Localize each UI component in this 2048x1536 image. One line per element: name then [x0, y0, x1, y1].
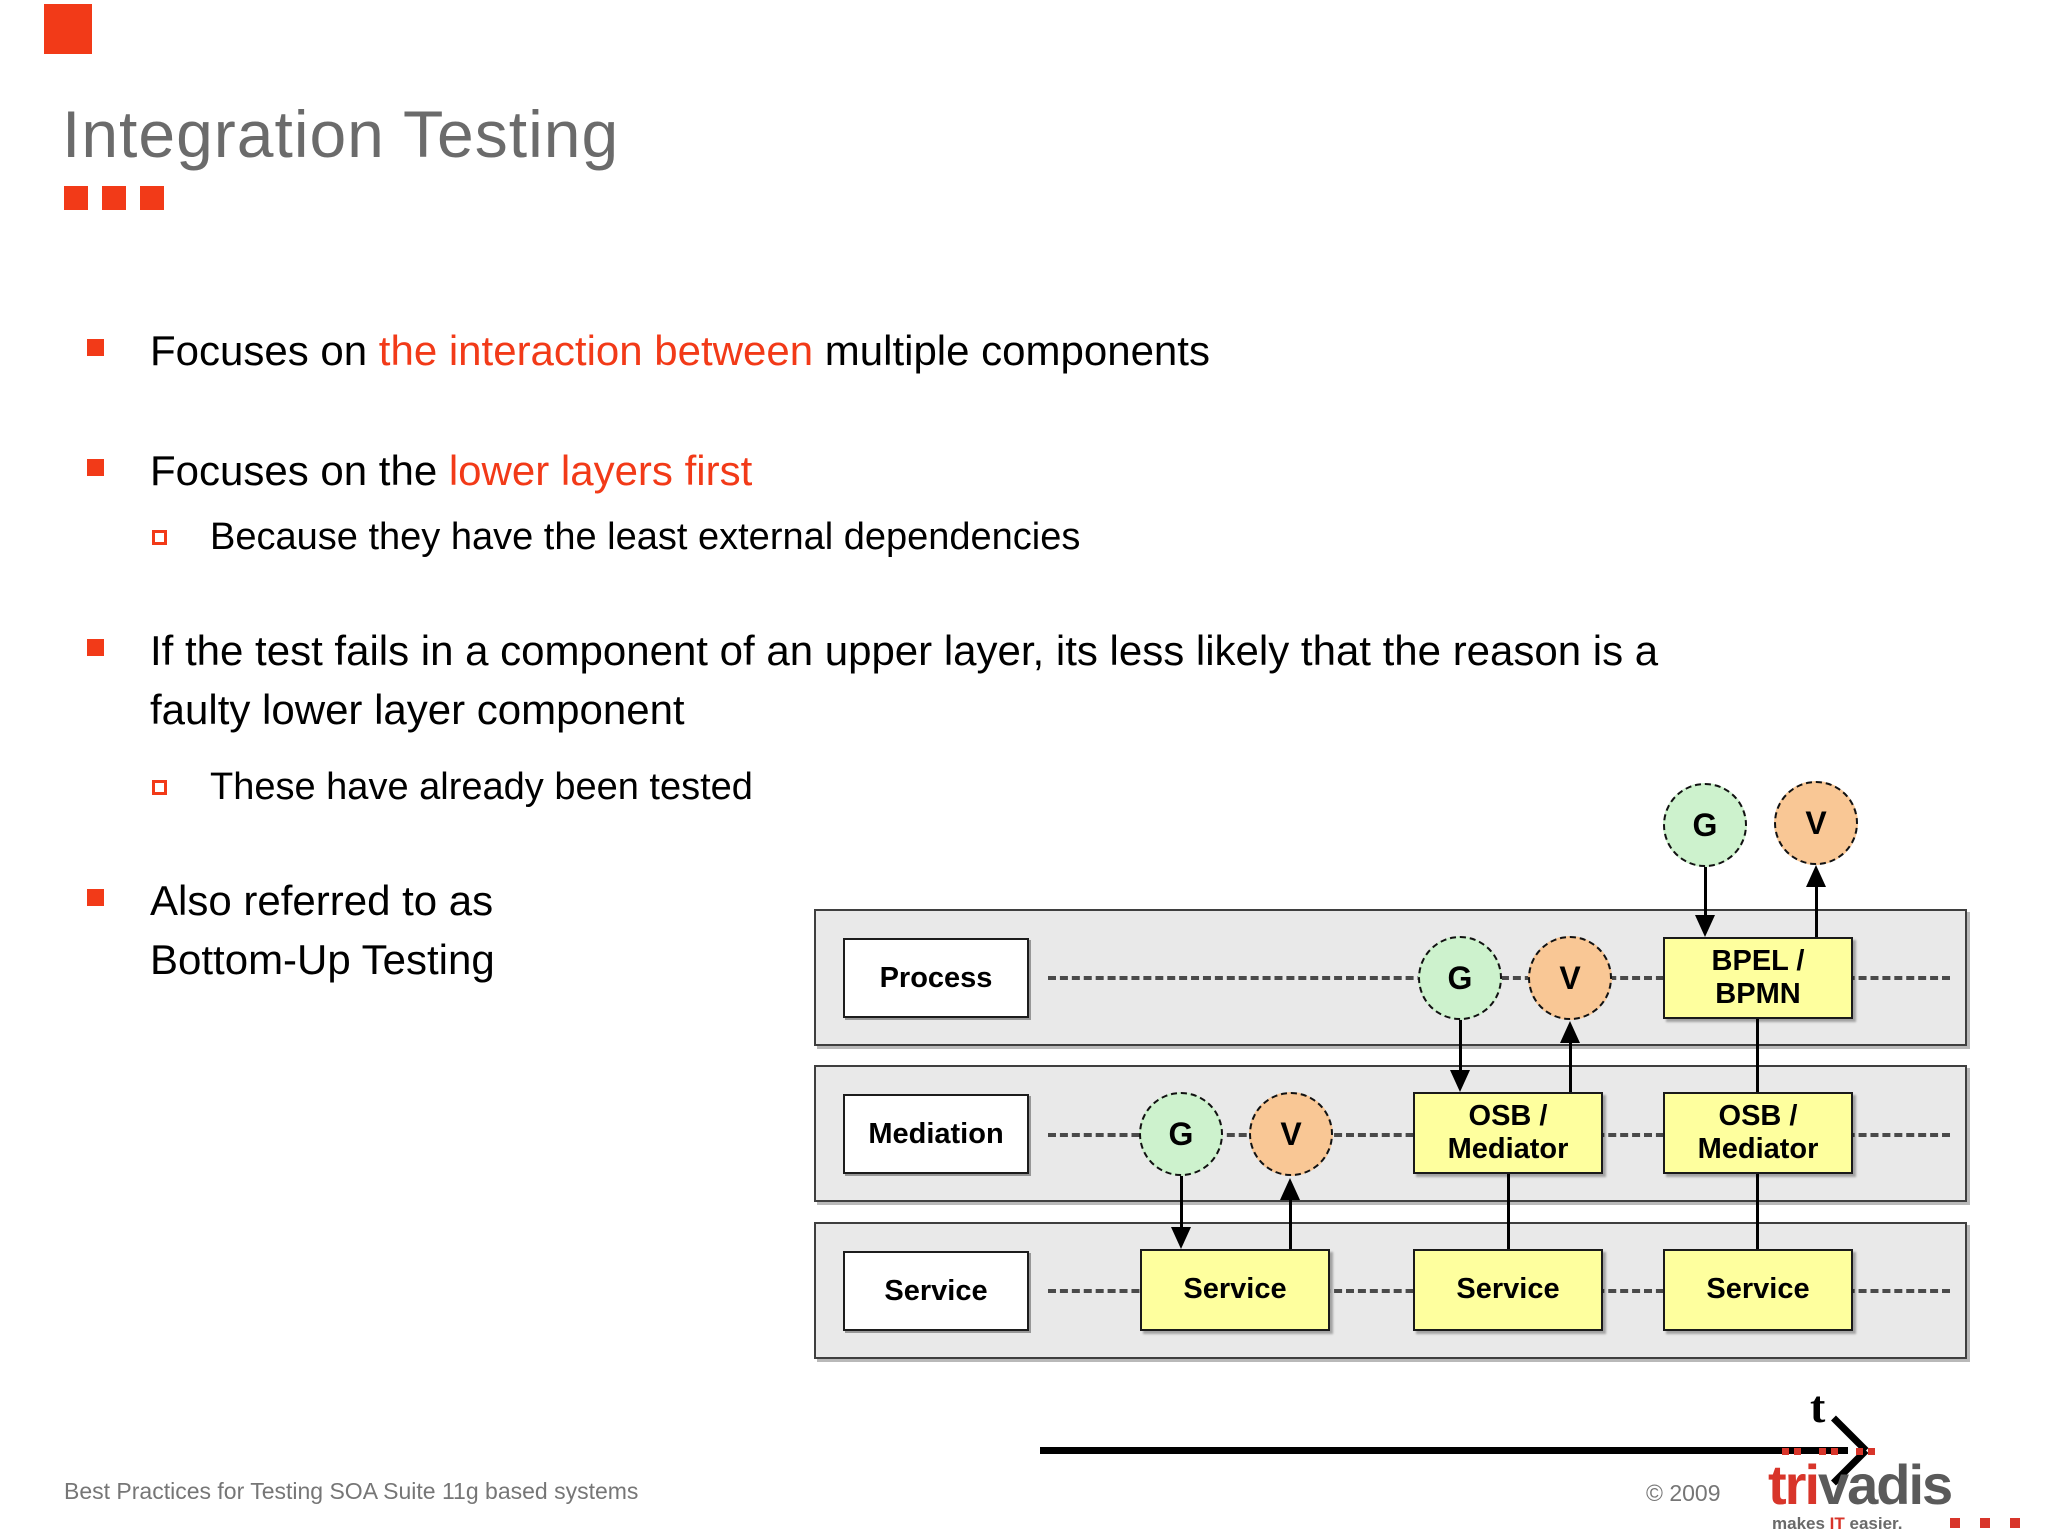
tagline-text-end: easier. [1844, 1514, 1903, 1533]
time-axis-label: t [1810, 1381, 1826, 1432]
gate-g-process: G [1418, 936, 1502, 1020]
sub-bullet-3a: These have already been tested [210, 766, 753, 808]
bullet-marker [87, 639, 104, 656]
connector-osb1-service2 [1507, 1174, 1510, 1251]
red-square-icon [1980, 1518, 1990, 1528]
arrowhead-up-icon [1560, 1021, 1580, 1043]
red-square-icon [1950, 1518, 1960, 1528]
row-label-process: Process [843, 938, 1029, 1018]
sub-bullet-2a: Because they have the least external dep… [210, 516, 1081, 558]
box-bpel-bpmn: BPEL / BPMN [1663, 937, 1853, 1019]
bullet-2-highlight: lower layers first [448, 447, 753, 494]
gate-v-mediation: V [1249, 1092, 1333, 1176]
connector-bpel-osb2 [1756, 1018, 1759, 1094]
gate-g-mediation: G [1139, 1092, 1223, 1176]
sub-bullet-marker [152, 780, 167, 795]
bullet-1-text-end: multiple components [813, 327, 1210, 374]
bullet-item-2: Focuses on the lower layers first [150, 442, 1850, 501]
brand-corner-mark [44, 4, 92, 54]
logo-text-gray: vadis [1818, 1453, 1953, 1516]
logo-dots-icon [1782, 1448, 1875, 1455]
bullet-item-3: If the test fails in a component of an u… [150, 627, 1659, 733]
gate-g-top: G [1663, 783, 1747, 867]
red-square-icon [140, 186, 164, 210]
arrowhead-down-icon [1695, 915, 1715, 937]
red-square-icon [2010, 1518, 2020, 1528]
arrow-osb1-to-processv [1569, 1043, 1572, 1092]
bullet-marker [87, 459, 104, 476]
bullet-1-highlight: the interaction between [378, 327, 814, 374]
logo-accent-squares [1950, 1518, 2020, 1528]
page-title: Integration Testing [62, 97, 620, 171]
row-label-mediation: Mediation [843, 1094, 1029, 1174]
tagline-accent: IT [1829, 1514, 1845, 1533]
bullet-1-text: Focuses on [150, 327, 379, 374]
box-osb-mediator-1: OSB / Mediator [1413, 1092, 1603, 1174]
time-axis [1040, 1447, 1848, 1454]
arrow-topg-to-bpel [1704, 867, 1707, 917]
arrow-bpel-to-topv [1815, 887, 1818, 937]
row-label-service: Service [843, 1251, 1029, 1331]
logo-tagline: makes IT easier. [1772, 1514, 1902, 1534]
box-osb-mediator-2: OSB / Mediator [1663, 1092, 1853, 1174]
arrowhead-up-icon [1280, 1178, 1300, 1200]
copyright-text: © 2009 [1646, 1480, 1721, 1506]
arrow-mediationg-to-service1 [1180, 1176, 1183, 1229]
gate-v-top: V [1774, 781, 1858, 865]
title-accent-squares [64, 186, 164, 210]
bullet-item-4: Also referred to as Bottom-Up Testing [150, 877, 495, 983]
box-service-2: Service [1413, 1249, 1603, 1331]
red-square-icon [102, 186, 126, 210]
bullet-marker [87, 889, 104, 906]
red-square-icon [64, 186, 88, 210]
sub-bullet-marker [152, 530, 167, 545]
connector-osb2-service3 [1756, 1174, 1759, 1251]
arrowhead-down-icon [1171, 1227, 1191, 1249]
box-service-3: Service [1663, 1249, 1853, 1331]
tagline-text: makes [1772, 1514, 1830, 1533]
logo-text-red: tri [1768, 1453, 1820, 1516]
bullet-2-text: Focuses on the [150, 447, 449, 494]
arrowhead-up-icon [1806, 865, 1826, 887]
bullet-item-1: Focuses on the interaction between multi… [150, 322, 1850, 381]
arrow-processg-to-osb1 [1459, 1019, 1462, 1072]
company-logo: trivadis [1768, 1452, 1953, 1517]
gate-v-process: V [1528, 936, 1612, 1020]
box-service-1: Service [1140, 1249, 1330, 1331]
bullet-marker [87, 339, 104, 356]
arrow-service1-to-mediationv [1289, 1200, 1292, 1249]
arrowhead-down-icon [1450, 1070, 1470, 1092]
footer-title: Best Practices for Testing SOA Suite 11g… [64, 1478, 639, 1504]
